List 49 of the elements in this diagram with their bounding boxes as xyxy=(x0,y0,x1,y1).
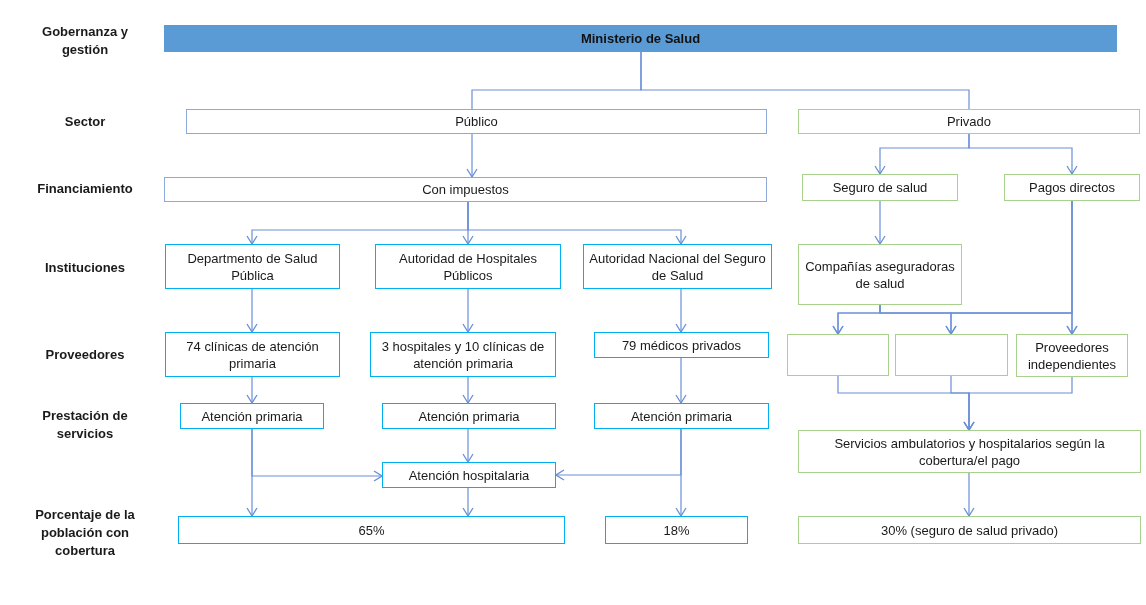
header-bar: Ministerio de Salud xyxy=(164,25,1117,52)
row-heading: Porcentaje de la población con cobertura xyxy=(34,506,136,560)
process-box: Privado xyxy=(798,109,1140,134)
process-box: 18% xyxy=(605,516,748,544)
process-box: Proveedores independientes xyxy=(1016,334,1128,377)
connector-line xyxy=(640,51,970,110)
process-box: 74 clínicas de atención primaria xyxy=(165,332,340,377)
arrow xyxy=(462,428,474,463)
process-box: Pagos directos xyxy=(1004,174,1140,201)
arrow xyxy=(462,487,474,517)
process-box: Atención hospitalaria xyxy=(382,462,556,488)
arrow xyxy=(466,133,478,178)
arrow xyxy=(963,472,975,517)
arrow xyxy=(968,133,1078,175)
row-heading: Gobernanza y gestión xyxy=(41,23,129,59)
process-box: Atención primaria xyxy=(382,403,556,429)
process-box: 79 médicos privados xyxy=(594,332,769,358)
arrow xyxy=(675,428,687,517)
row-heading: Sector xyxy=(64,113,106,131)
process-box: Con impuestos xyxy=(164,177,767,202)
process-box: Seguro de salud xyxy=(802,174,958,201)
arrow xyxy=(874,200,886,245)
process-box: Autoridad Nacional del Seguro de Salud xyxy=(583,244,772,289)
arrow xyxy=(246,376,258,404)
process-box: Público xyxy=(186,109,767,134)
row-heading: Financiamiento xyxy=(37,180,133,198)
process-box: Autoridad de Hospitales Públicos xyxy=(375,244,561,289)
arrow xyxy=(467,201,687,245)
process-box xyxy=(787,334,889,376)
process-box xyxy=(895,334,1008,376)
process-box: 3 hospitales y 10 clínicas de atención primaria xyxy=(370,332,556,377)
arrow xyxy=(462,376,474,404)
arrow xyxy=(246,428,258,517)
row-heading: Instituciones xyxy=(44,259,126,277)
arrow xyxy=(462,288,474,333)
process-box: Atención primaria xyxy=(180,403,324,429)
arrow xyxy=(1066,200,1078,335)
arrow xyxy=(675,357,687,404)
process-box: Compañías aseguradoras de salud xyxy=(798,244,962,305)
row-heading: Proveedores xyxy=(45,346,125,364)
arrow xyxy=(675,288,687,333)
process-box: Departmento de Salud Pública xyxy=(165,244,340,289)
process-box: Servicios ambulatorios y hospitalarios según la cobertura/el pago xyxy=(798,430,1141,473)
arrow xyxy=(246,288,258,333)
arrow xyxy=(963,376,1073,431)
process-box: 30% (seguro de salud privado) xyxy=(798,516,1141,544)
row-heading: Prestación de servicios xyxy=(41,407,129,443)
process-box: 65% xyxy=(178,516,565,544)
process-box: Atención primaria xyxy=(594,403,769,429)
